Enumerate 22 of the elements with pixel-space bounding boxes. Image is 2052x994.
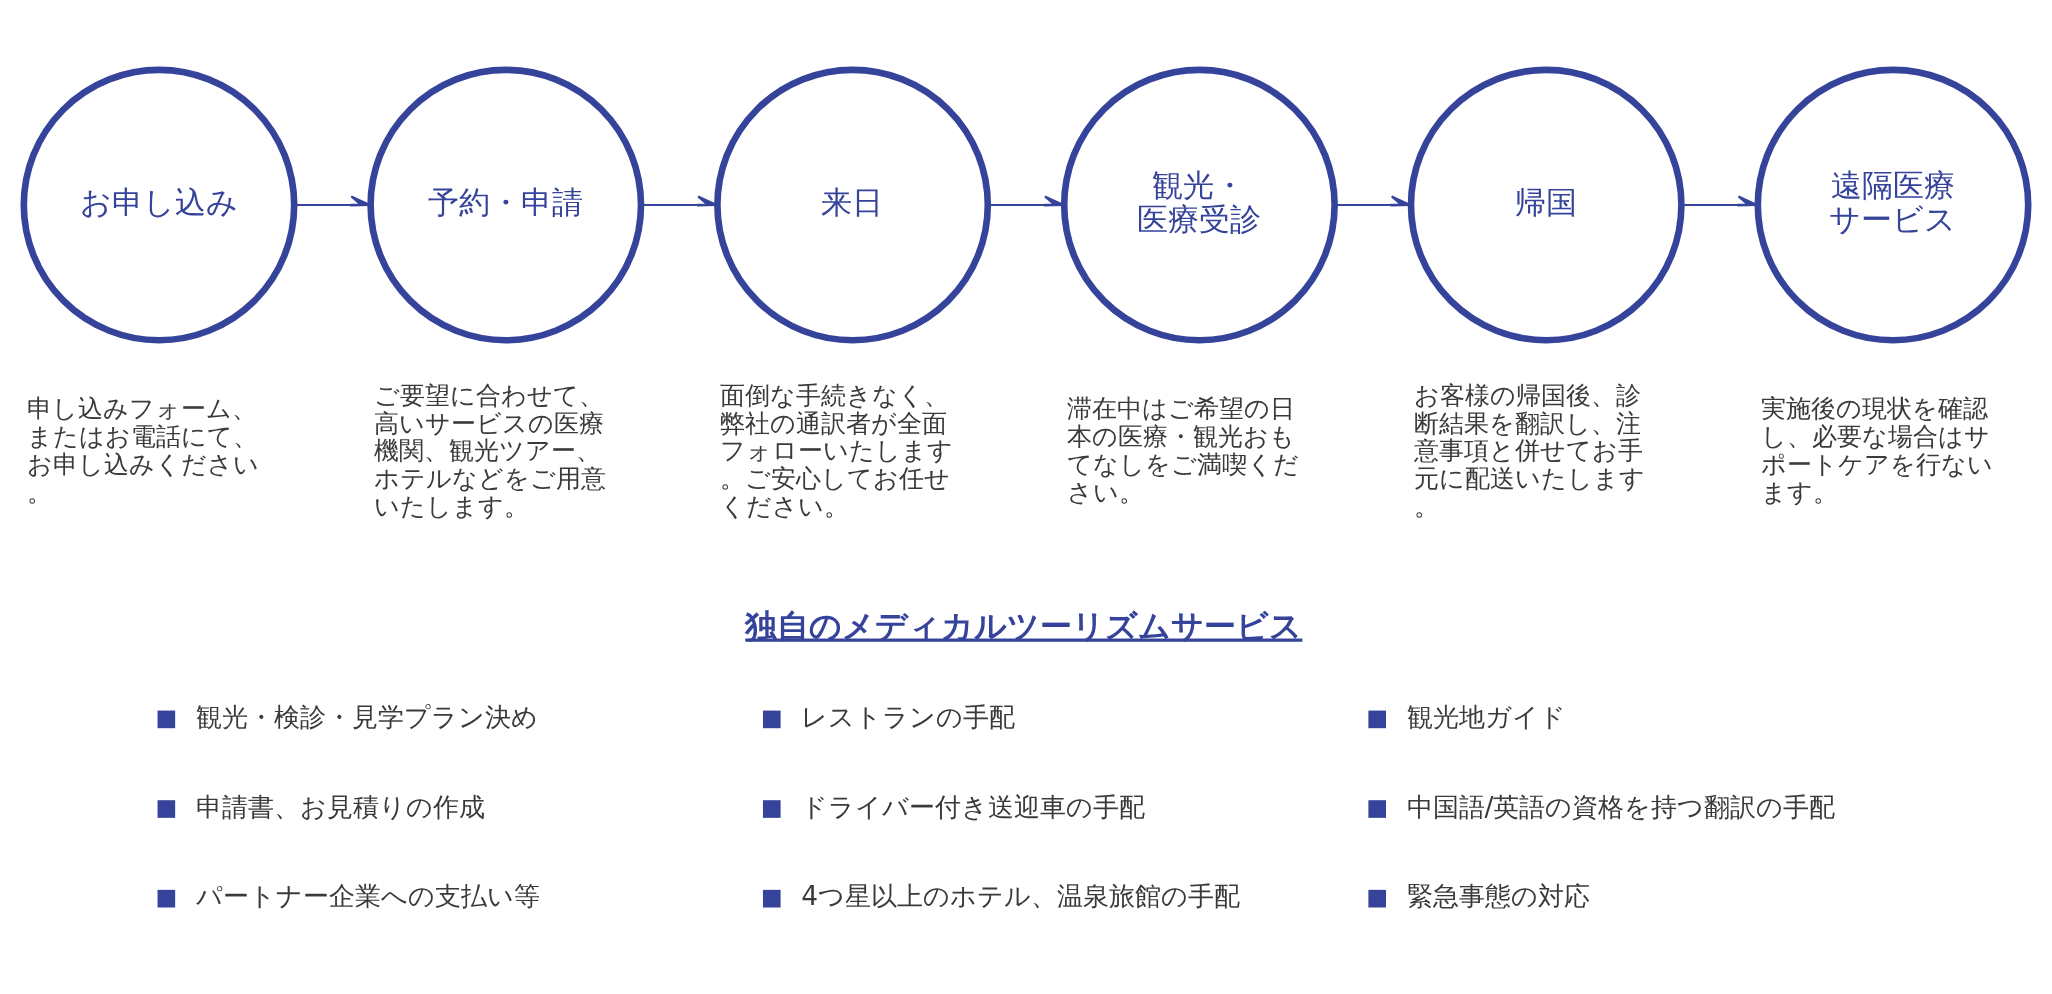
node-circle: 予約・申請	[367, 66, 645, 344]
node-label: ご要望に合わせて、高いサービスの医療機関、観光ツアー、ホテルなどをご用意いたします。	[373, 380, 606, 521]
label: ドライバー付き送迎車の手配	[801, 790, 1146, 821]
node-label: 面倒な手続きなく、弊社の通訳者が全面フォローいたします。ご安心してお任せください。	[720, 380, 954, 521]
node-circle: お申し込み	[20, 66, 298, 344]
node-circle: 遠隔医療サービス	[1754, 66, 2032, 344]
node-label: 実施後の現状を確認し、必要な場合はサポートケアを行ないます。	[1760, 393, 1993, 507]
node-circle: 来日	[714, 66, 992, 344]
node-circle: 帰国	[1407, 66, 1685, 344]
node-label: 滞在中はご希望の日本の医療・観光おもてなしをご満喫ください。	[1067, 393, 1300, 507]
label: 独自のメディカルツーリズムサービス	[745, 606, 1303, 645]
label: 緊急事態の対応	[1406, 879, 1590, 911]
label: パートナー企業への支払い等	[195, 879, 540, 911]
label: レストランの手配	[801, 700, 1016, 732]
label: 4つ星以上のホテル、温泉旅館の手配	[801, 879, 1240, 911]
node-circle: 観光・医療受診	[1060, 66, 1338, 344]
node-label: 申し込みフォーム、またはお電話にて、お申し込みください。	[26, 393, 259, 507]
label: 観光・検診・見学プラン決め	[195, 700, 538, 732]
label: 申請書、お見積りの作成	[195, 790, 485, 821]
label: 中国語/英語の資格を持つ翻訳の手配	[1406, 790, 1836, 821]
label: 観光地ガイド	[1406, 700, 1566, 732]
node-label: お客様の帰国後、診断結果を翻訳し、注意事項と併せてお手元に配送いたします。	[1413, 380, 1645, 521]
